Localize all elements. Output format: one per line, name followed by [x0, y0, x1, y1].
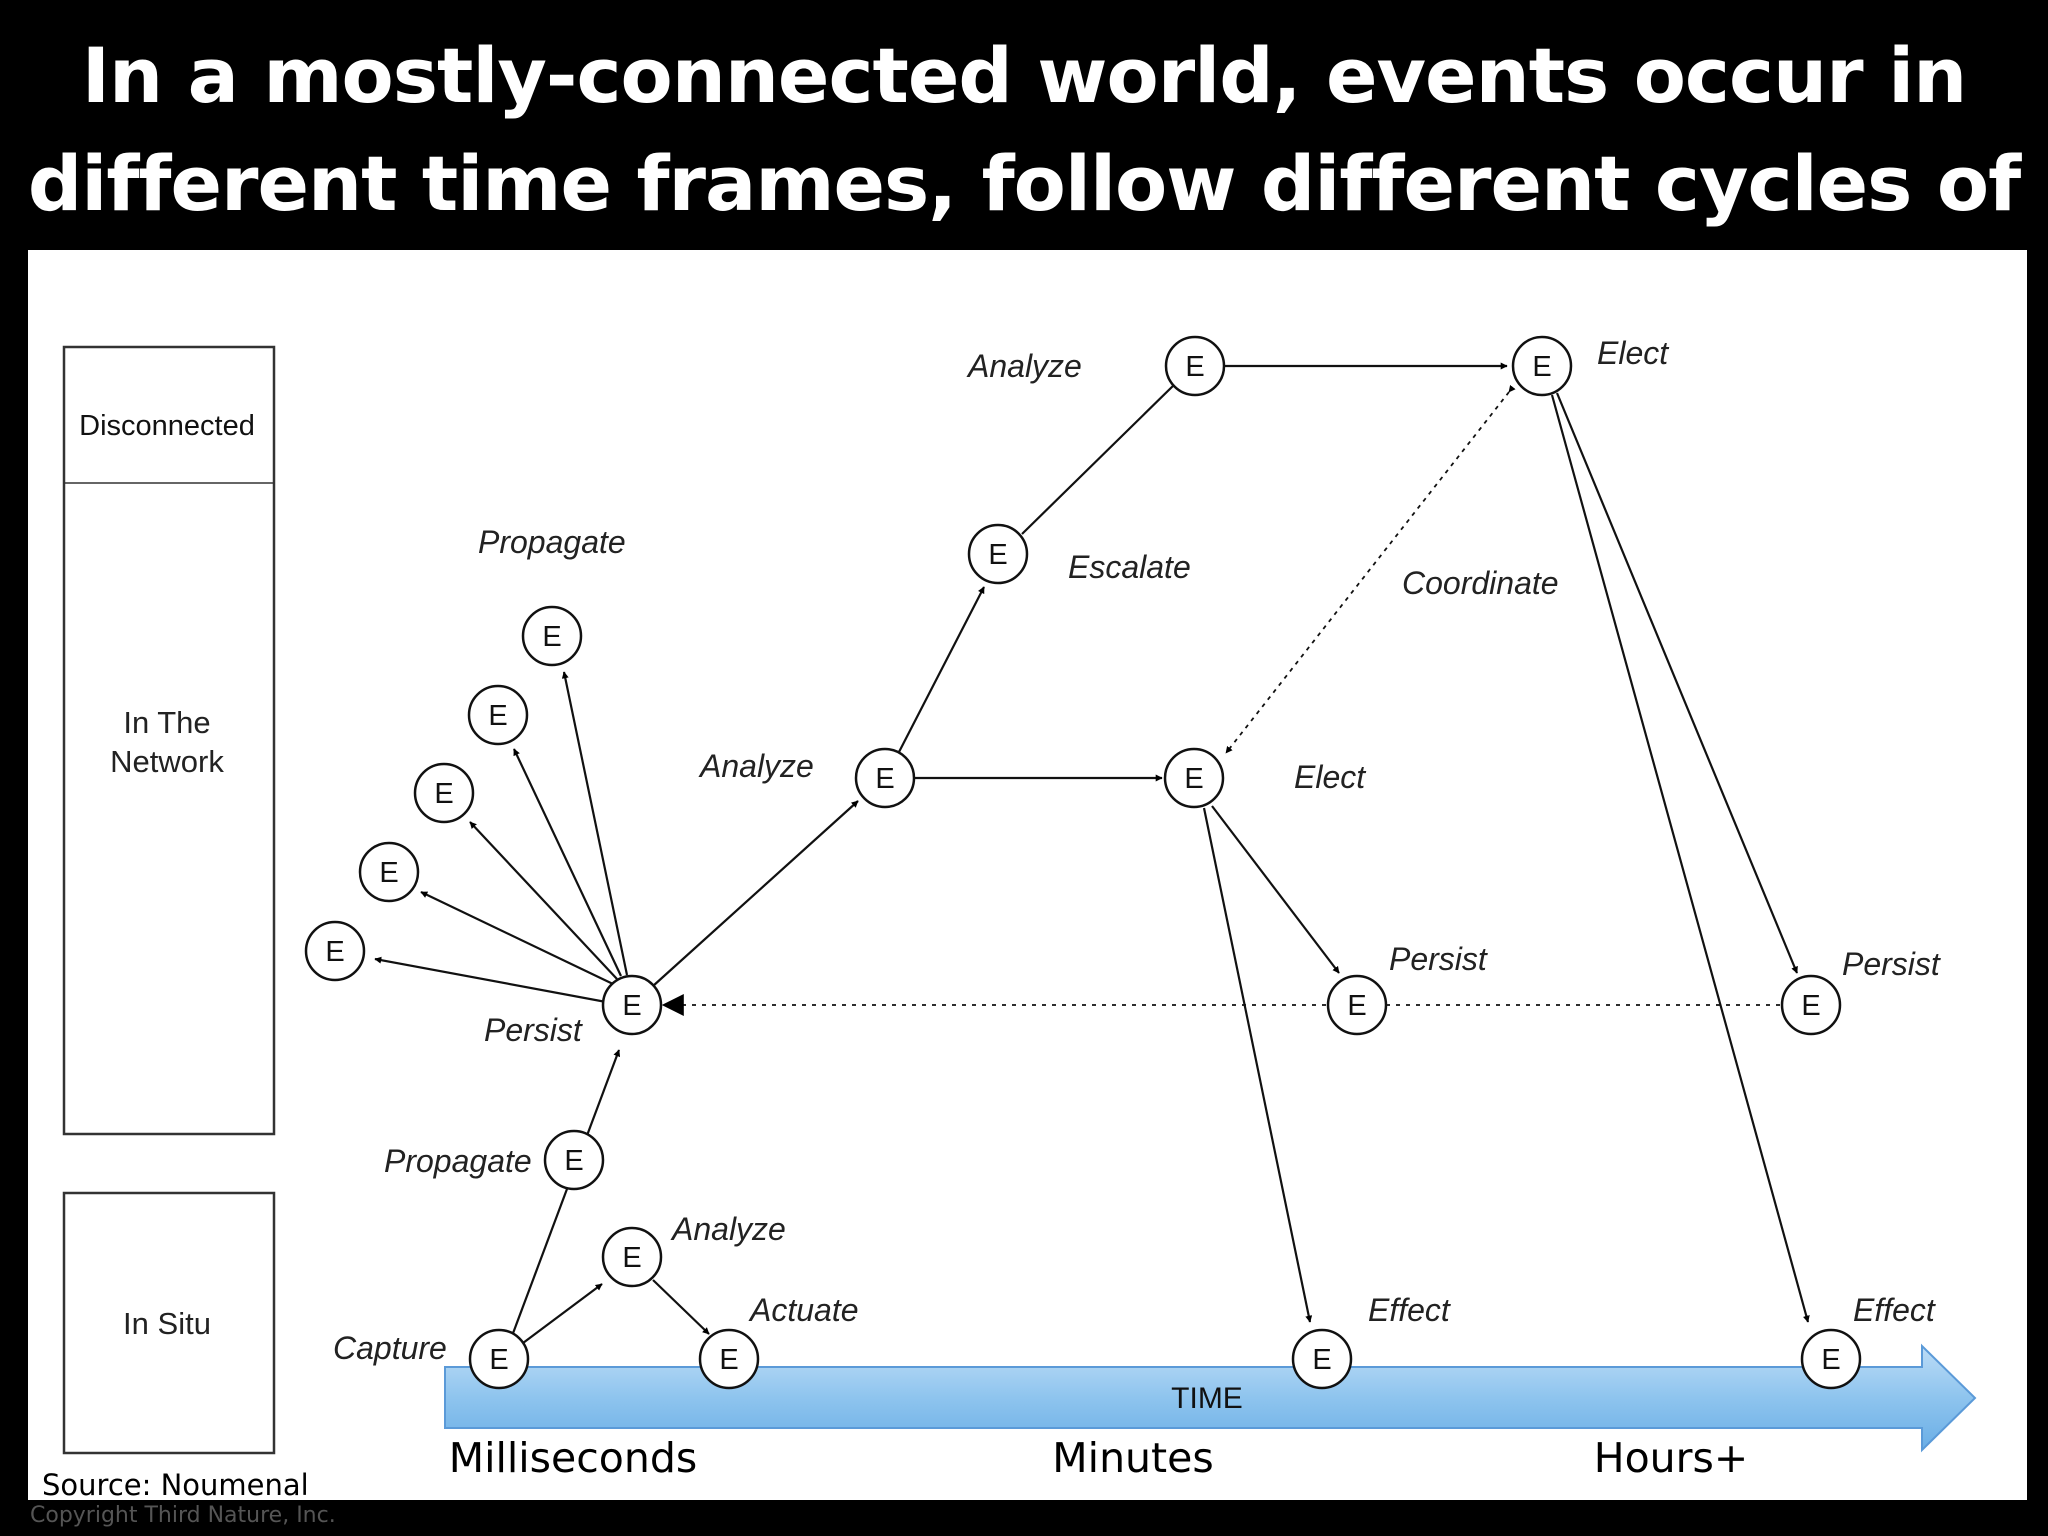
label-persist-right: Persist	[1842, 946, 1941, 982]
edge-capture-to-analyze	[518, 1283, 603, 1347]
edge-persist-to-analyze	[652, 800, 859, 987]
event-persist-left: E	[601, 974, 663, 1036]
event-actuate: E	[698, 1328, 760, 1390]
event-effect-mid: E	[1291, 1328, 1353, 1390]
event-elect-mid: E	[1163, 747, 1225, 809]
time-scale-milliseconds: Milliseconds	[449, 1434, 698, 1482]
title-line-1: In a mostly-connected world, events occu…	[81, 31, 1967, 120]
event-fan-1: E	[304, 920, 366, 982]
event-nodes: E E E E E E E E E E E E E E E E E E E	[304, 335, 1862, 1390]
label-escalate: Escalate	[1068, 549, 1191, 585]
label-effect-right: Effect	[1853, 1292, 1936, 1328]
svg-text:E: E	[622, 1242, 641, 1274]
edge-analyze-to-actuate	[652, 1279, 710, 1335]
label-propagate-low: Propagate	[384, 1143, 532, 1179]
time-scale: Milliseconds Minutes Hours+	[449, 1434, 1749, 1482]
event-fan-2: E	[358, 841, 420, 903]
edge-analyze-to-escalate	[898, 586, 985, 753]
label-analyze-top: Analyze	[966, 348, 1082, 384]
edge-elect-top-to-persist	[1555, 392, 1799, 974]
edges	[374, 362, 1810, 1347]
svg-text:E: E	[622, 990, 641, 1022]
label-analyze-low: Analyze	[670, 1211, 786, 1247]
edge-elect-to-persist	[1211, 805, 1340, 974]
label-coordinate: Coordinate	[1402, 565, 1559, 601]
label-elect-top: Elect	[1597, 335, 1669, 371]
time-scale-hours: Hours+	[1594, 1434, 1748, 1482]
step-labels: Propagate Persist Propagate Analyze Actu…	[333, 335, 1941, 1366]
lane-boxes: Disconnected In The Network In Situ	[62, 345, 276, 1455]
svg-text:E: E	[1312, 1344, 1331, 1376]
title-line-2: different time frames, follow different …	[27, 139, 2021, 336]
lane-network-box	[62, 345, 276, 1136]
edge-persist-to-fan2	[420, 891, 614, 985]
svg-text:E: E	[1184, 763, 1203, 795]
svg-text:E: E	[1185, 351, 1204, 383]
event-effect-right: E	[1800, 1328, 1862, 1390]
event-persist-mid: E	[1326, 974, 1388, 1036]
svg-text:E: E	[719, 1344, 738, 1376]
time-arrow-label: TIME	[1171, 1382, 1243, 1415]
edge-elect-to-effect	[1202, 807, 1313, 1323]
lane-label-network-1: In The	[123, 705, 210, 740]
event-fan-3: E	[413, 762, 475, 824]
edge-persist-to-fan3	[469, 821, 618, 980]
svg-text:E: E	[489, 1344, 508, 1376]
svg-text:E: E	[1801, 990, 1820, 1022]
svg-text:E: E	[379, 857, 398, 889]
time-arrow: TIME	[444, 1343, 1977, 1453]
time-arrow-shape	[444, 1343, 1977, 1453]
edge-persist-to-fan4	[513, 748, 622, 977]
label-effect-mid: Effect	[1368, 1292, 1451, 1328]
event-fan-4: E	[467, 684, 529, 746]
edge-capture-to-persist	[507, 1049, 621, 1345]
event-analyze-low: E	[601, 1226, 663, 1288]
svg-text:E: E	[988, 539, 1007, 571]
label-persist-left: Persist	[484, 1012, 583, 1048]
source-note: Source: Noumenal	[42, 1468, 309, 1502]
edge-escalate-to-analyze	[1021, 381, 1178, 535]
event-capture: E	[468, 1328, 530, 1390]
label-persist-mid: Persist	[1389, 941, 1488, 977]
event-escalate: E	[967, 523, 1029, 585]
svg-text:E: E	[875, 763, 894, 795]
svg-text:E: E	[1347, 990, 1366, 1022]
svg-text:E: E	[542, 621, 561, 653]
label-elect-mid: Elect	[1294, 759, 1366, 795]
slide-title: In a mostly-connected world, events occu…	[0, 22, 2048, 346]
event-persist-right: E	[1780, 974, 1842, 1036]
svg-text:E: E	[1821, 1344, 1840, 1376]
edge-persist-to-fan5	[561, 671, 629, 976]
lane-insitu-box	[62, 1191, 276, 1455]
edge-persist-to-fan1	[374, 956, 634, 1009]
event-elect-top: E	[1511, 335, 1573, 397]
lane-label-disconnected: Disconnected	[79, 410, 255, 442]
svg-text:E: E	[434, 778, 453, 810]
svg-text:E: E	[325, 936, 344, 968]
label-propagate-top: Propagate	[478, 524, 626, 560]
label-analyze-mid: Analyze	[698, 748, 814, 784]
copyright-note: Copyright Third Nature, Inc.	[30, 1503, 336, 1528]
svg-text:E: E	[1532, 351, 1551, 383]
svg-text:E: E	[564, 1145, 583, 1177]
label-capture: Capture	[333, 1330, 447, 1366]
event-propagate-top: E	[521, 605, 583, 667]
lane-label-in-situ: In Situ	[123, 1306, 211, 1341]
lane-label-network-2: Network	[110, 744, 224, 779]
edge-elect-top-to-effect	[1550, 394, 1810, 1323]
label-actuate: Actuate	[748, 1292, 859, 1328]
svg-text:E: E	[488, 700, 507, 732]
event-analyze-mid: E	[854, 747, 916, 809]
event-propagate-low: E	[543, 1129, 605, 1191]
event-analyze-top: E	[1164, 335, 1226, 397]
time-scale-minutes: Minutes	[1052, 1434, 1213, 1482]
